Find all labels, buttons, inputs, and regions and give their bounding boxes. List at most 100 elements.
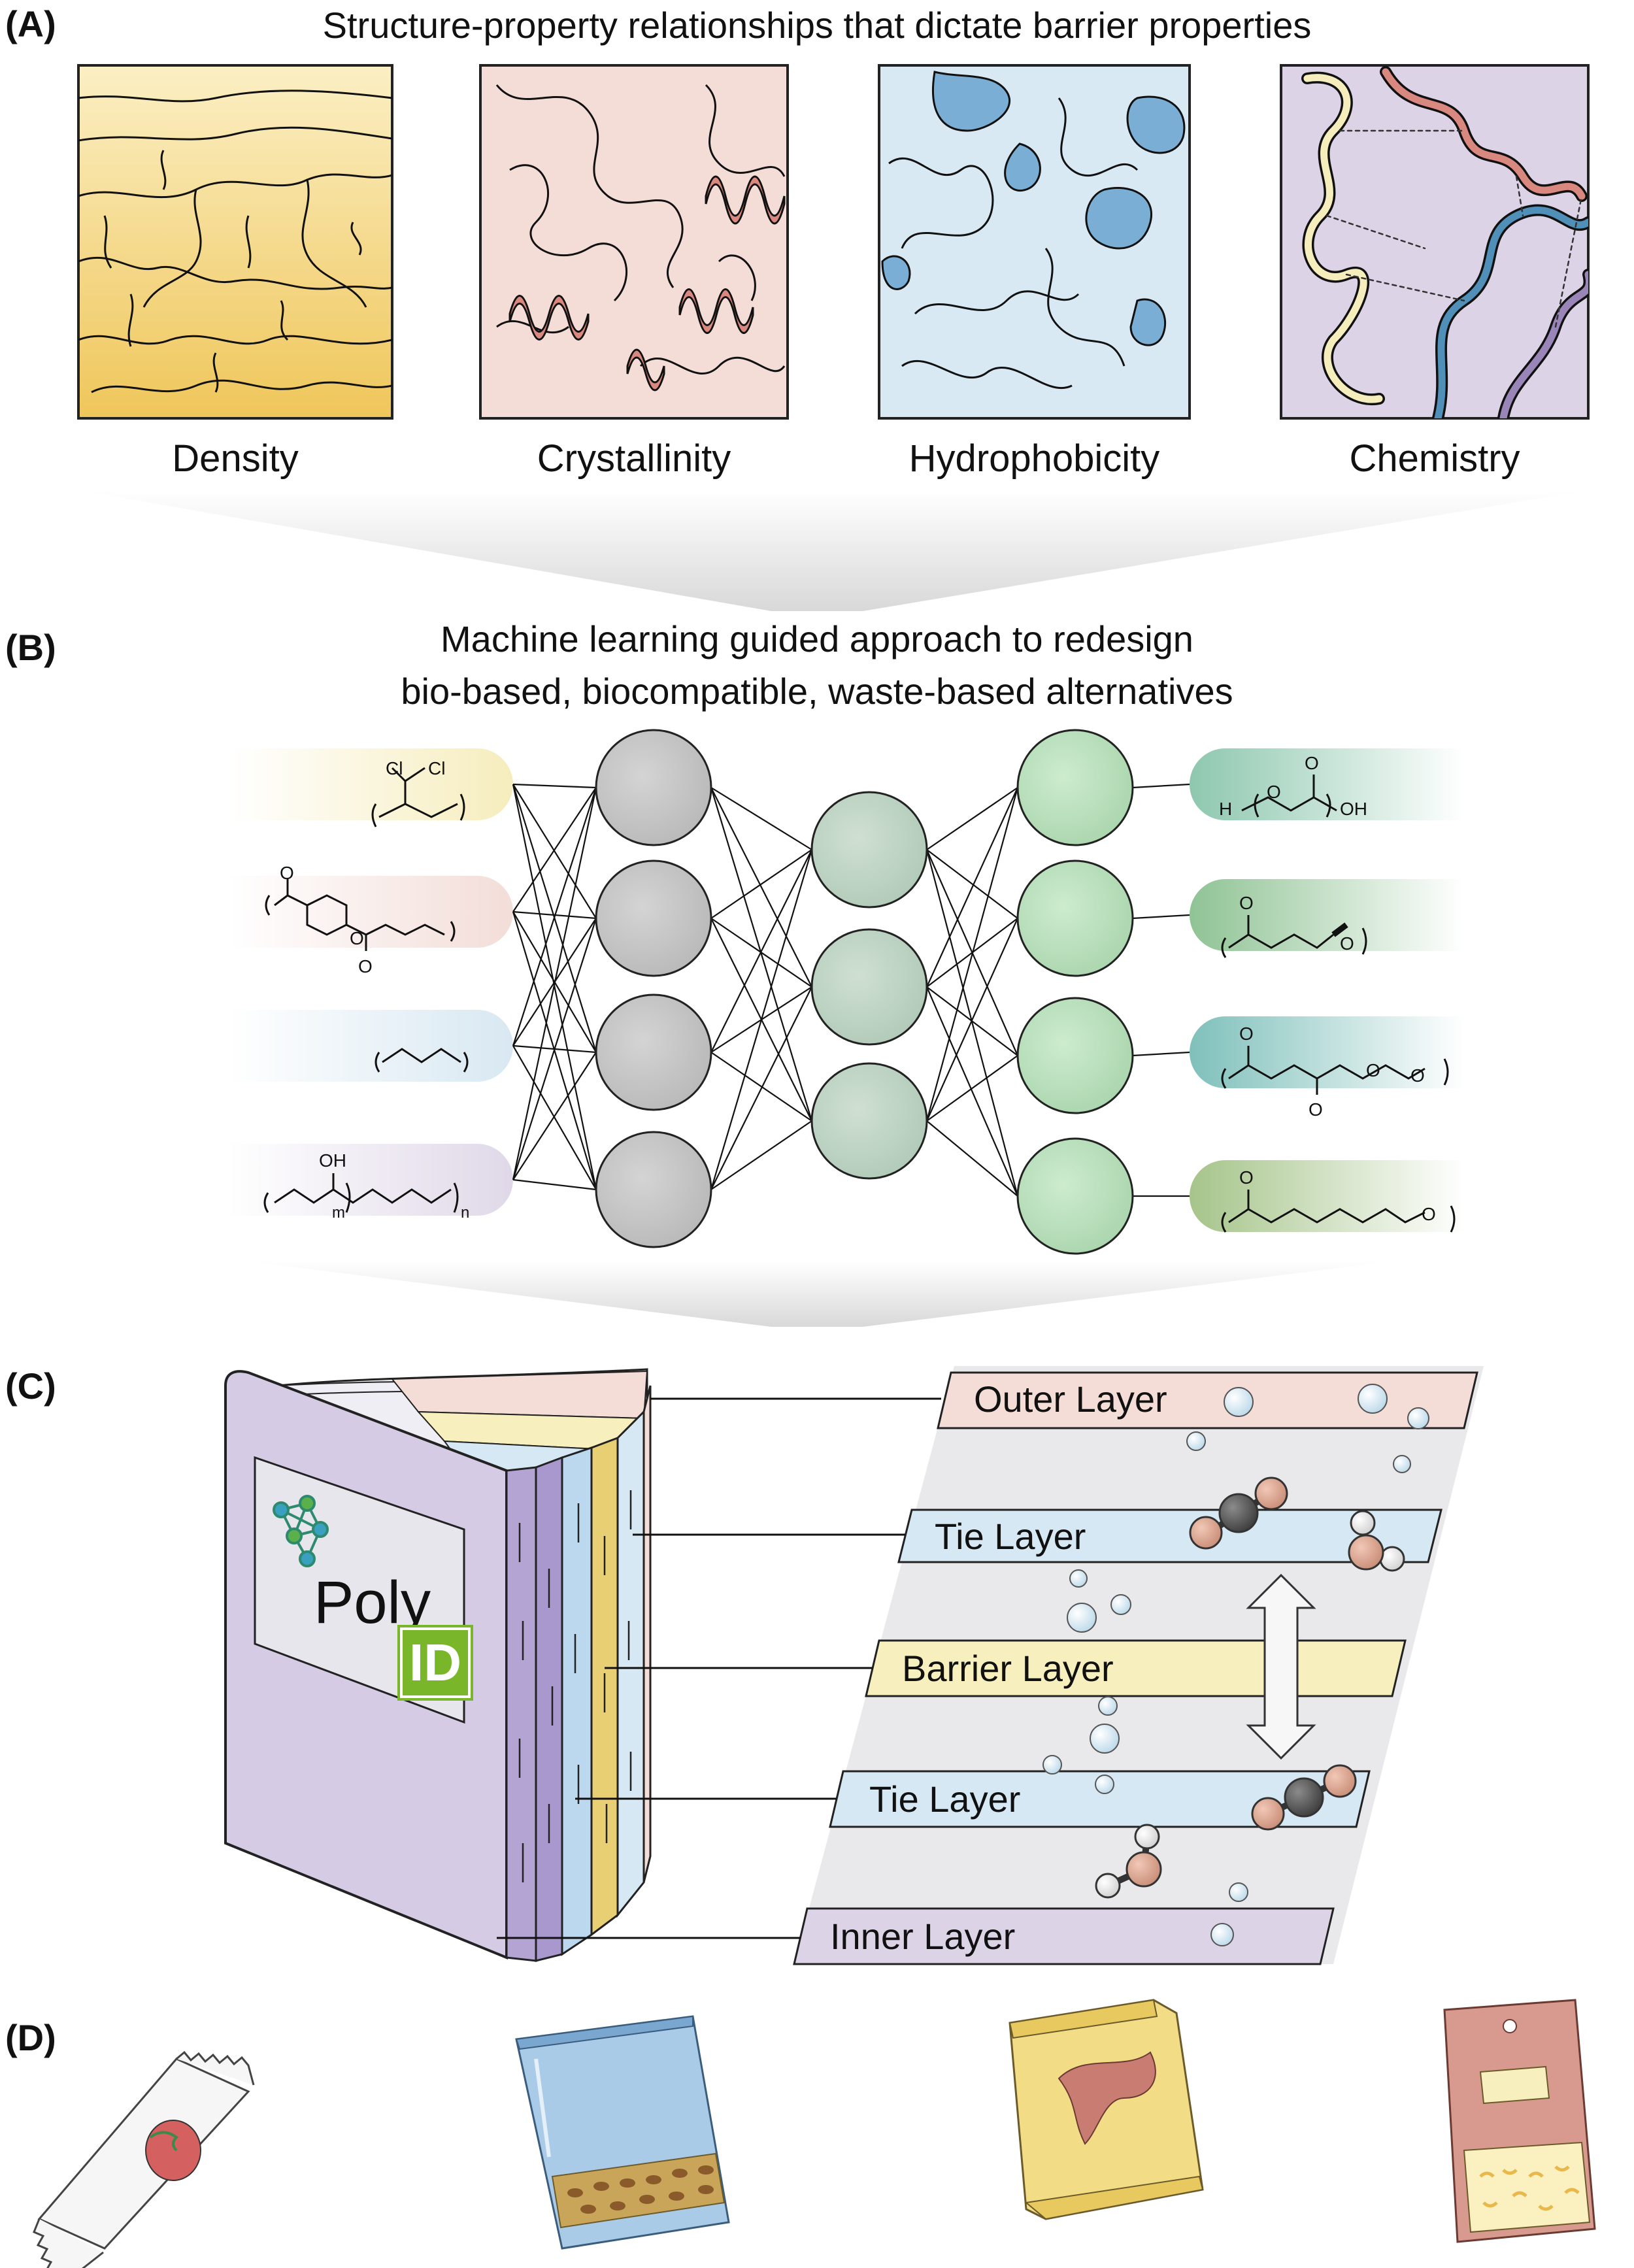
network-edge xyxy=(925,986,1019,1197)
network-edge xyxy=(710,787,813,1122)
network-edge xyxy=(1132,914,1190,920)
hydrophobicity-tile xyxy=(878,64,1191,420)
panel-a-title: Structure-property relationships that di… xyxy=(322,5,1312,46)
molecule-pga xyxy=(1241,775,1337,818)
layer-label-tie-bottom: Tie Layer xyxy=(869,1778,1021,1820)
atom-label: O xyxy=(350,928,364,948)
atom-label: O xyxy=(1239,1024,1254,1044)
output-node xyxy=(1016,1137,1134,1255)
output-pill-1 xyxy=(1190,879,1464,951)
atom-label: Cl xyxy=(428,758,446,778)
network-edge xyxy=(925,787,1019,988)
atom-label: O xyxy=(358,956,373,976)
molecule-pcl xyxy=(1221,1190,1456,1233)
network-edge xyxy=(512,783,597,789)
chemistry-tile xyxy=(1280,64,1590,420)
atom-label: O xyxy=(1267,782,1281,802)
panel-d-label: (D) xyxy=(5,2017,56,2058)
logo-badge: ID xyxy=(397,1625,473,1701)
layer-label-tie-top: Tie Layer xyxy=(935,1516,1086,1557)
network-edge xyxy=(512,787,597,1180)
output-node xyxy=(1016,729,1134,846)
panel-a-label: (A) xyxy=(5,3,56,44)
band-tie-bottom xyxy=(829,1770,1371,1828)
panel-b-label: (B) xyxy=(5,627,56,668)
input-node xyxy=(595,859,712,977)
network-edge xyxy=(710,918,812,988)
caption-hydrophobicity: Hydrophobicity xyxy=(909,437,1160,480)
network-edge xyxy=(710,787,812,850)
atom-label: OH xyxy=(319,1150,346,1171)
network-edge xyxy=(1132,1051,1190,1057)
atom-label: OH xyxy=(1340,799,1367,819)
network-edge xyxy=(926,849,1018,919)
network-edge xyxy=(926,1120,1018,1197)
network-edge xyxy=(710,787,812,988)
h2o-molecule-bottom xyxy=(1095,1824,1162,1899)
atom-label: H xyxy=(1219,799,1233,819)
input-pill-1 xyxy=(229,876,513,948)
network-edge xyxy=(710,849,812,919)
output-node xyxy=(1016,997,1134,1114)
atom-label: O xyxy=(280,863,294,883)
network-edge xyxy=(710,849,812,1053)
network-edge xyxy=(710,1120,812,1190)
network-edge xyxy=(512,784,597,919)
molecule-pvdc xyxy=(371,767,465,827)
caption-crystallinity: Crystallinity xyxy=(537,437,731,480)
network-edge xyxy=(925,849,1019,1197)
network-edges xyxy=(512,783,1190,1197)
molecule-pet xyxy=(265,879,456,951)
clear-pouch-icon xyxy=(515,2015,730,2250)
panel-b-title-line2: bio-based, biocompatible, waste-based al… xyxy=(401,671,1233,712)
atom-label: O xyxy=(1239,893,1254,913)
caption-density: Density xyxy=(172,437,299,480)
co2-molecule-top xyxy=(1189,1476,1288,1550)
h2o-molecule-top xyxy=(1348,1510,1405,1572)
network-edge xyxy=(926,1055,1018,1122)
layer-label-barrier: Barrier Layer xyxy=(902,1648,1114,1689)
hidden-node xyxy=(810,928,928,1046)
input-node xyxy=(595,1131,712,1248)
co2-molecule-bottom xyxy=(1251,1764,1357,1831)
kraft-pouch-icon xyxy=(1443,1999,1596,2243)
input-pill-3 xyxy=(229,1144,513,1216)
network-logo-icon xyxy=(273,1495,329,1567)
funnel-b-to-c xyxy=(248,1261,1392,1327)
layer-label-inner: Inner Layer xyxy=(830,1916,1016,1957)
network-edge xyxy=(512,787,597,1046)
network-edge xyxy=(710,1052,812,1122)
band-tie-top xyxy=(897,1509,1442,1563)
molecule-evoh xyxy=(263,1173,459,1213)
atom-label: O xyxy=(1340,933,1354,954)
band-outer xyxy=(937,1371,1478,1429)
double-arrow-icon xyxy=(1246,1573,1316,1760)
candy-wrapper-icon xyxy=(33,2050,255,2268)
network-edge xyxy=(1132,783,1190,789)
input-pill-2 xyxy=(229,1010,513,1082)
network-edge xyxy=(710,849,813,1190)
atom-label: O xyxy=(1309,1099,1323,1120)
atom-label: O xyxy=(1366,1060,1380,1080)
hidden-node xyxy=(810,791,928,909)
network-edge xyxy=(512,1045,597,1190)
atom-label: O xyxy=(1239,1167,1254,1188)
input-node xyxy=(595,729,712,846)
network-edge xyxy=(926,787,1018,850)
band-inner xyxy=(793,1907,1335,1965)
input-molecules xyxy=(263,767,469,1213)
panel-b-title-line1: Machine learning guided approach to rede… xyxy=(441,618,1193,659)
atom-label: Cl xyxy=(386,758,403,778)
logo-text: Poly xyxy=(314,1569,431,1636)
output-molecules xyxy=(1221,775,1456,1233)
network-edge xyxy=(512,1052,597,1180)
molecule-phb xyxy=(1221,915,1367,958)
output-pills xyxy=(1190,748,1464,1232)
atom-label: O xyxy=(1305,753,1319,773)
network-edge xyxy=(710,986,812,1190)
hidden-node xyxy=(810,1062,928,1180)
network-edge xyxy=(925,787,1019,1122)
network-nodes xyxy=(595,729,1134,1255)
chip-bag-icon xyxy=(1009,1999,1204,2220)
